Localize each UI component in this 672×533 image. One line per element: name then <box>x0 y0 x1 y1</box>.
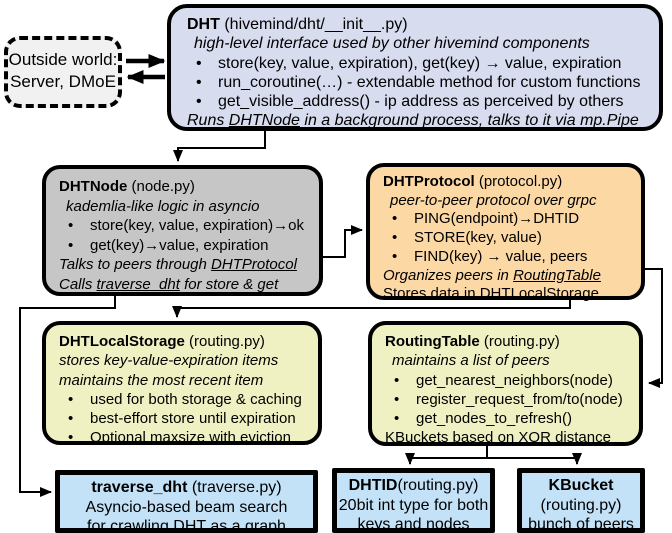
dhtlocalstorage-bullet-3: Optional maxsize with eviction <box>59 428 312 448</box>
dht-bullet-3: get_visible_address() - ip address as pe… <box>187 92 649 112</box>
dhtprotocol-class-name: DHTProtocol <box>383 173 475 190</box>
dhtid-box: DHTID(routing.py) 20bit int type for bot… <box>332 468 495 533</box>
dhtnode-file-name: (node.py) <box>127 178 195 195</box>
dhtid-line2: keys and nodes <box>357 516 470 533</box>
dhtid-class-name: DHTID <box>348 477 398 494</box>
kbucket-title: KBucket <box>522 476 640 496</box>
dhtlocalstorage-subtitle-1: stores key-value-expiration items <box>59 352 279 370</box>
kbucket-class-name: KBucket <box>548 477 614 494</box>
routingtable-bullet-2: register_request_from/to(node) <box>385 390 633 410</box>
dhtprotocol-box: DHTProtocol (protocol.py) peer-to-peer p… <box>366 163 645 302</box>
dht-file-name: (hivemind/dht/__init__.py) <box>219 16 408 33</box>
traverse-dht-title: traverse_dht (traverse.py) <box>60 478 313 498</box>
dhtnode-note-1: Talks to peers through DHTProtocol <box>59 256 297 273</box>
routingtable-file-name: (routing.py) <box>479 333 560 350</box>
dht-class-name: DHT <box>187 16 220 33</box>
traverse-dht-line2: for crawling DHT as a graph <box>87 518 286 533</box>
traverse-dht-box: traverse_dht (traverse.py) Asyncio-based… <box>55 470 318 533</box>
routingtable-reference: RoutingTable <box>513 266 601 284</box>
dhtlocalstorage-file-name: (routing.py) <box>184 333 265 350</box>
localstorage-reference: LocalStorage <box>510 285 599 303</box>
outside-world-line1: Outside world: <box>8 50 118 69</box>
dhtnode-subtitle: kademlia-like logic in asyncio <box>66 197 260 215</box>
dhtid-file-name: (routing.py) <box>397 477 479 494</box>
routingtable-bullet-3: get_nodes_to_refresh() <box>385 409 633 429</box>
dhtlocalstorage-bullet-1: used for both storage & caching <box>59 390 312 410</box>
dhtprotocol-subtitle: peer-to-peer protocol over grpc <box>390 191 597 209</box>
dht-bullet-1: store(key, value, expiration), get(key) … <box>187 54 649 74</box>
dhtprotocol-note-1: Organizes peers in RoutingTable <box>383 266 601 284</box>
dhtid-line1: 20bit int type for both <box>338 496 489 514</box>
routingtable-bullet-1: get_nearest_neighbors(node) <box>385 371 633 391</box>
traverse-dht-file-name: (traverse.py) <box>187 479 282 496</box>
dhtprotocol-reference: DHTProtocol <box>211 256 297 273</box>
dhtnode-title: DHTNode (node.py) <box>59 177 313 197</box>
kbucket-file: (routing.py) <box>540 496 622 514</box>
dht-title: DHT (hivemind/dht/__init__.py) <box>187 15 649 34</box>
traverse-dht-line1: Asyncio-based beam search <box>85 498 288 516</box>
dhtprotocol-title: DHTProtocol (protocol.py) <box>383 173 635 192</box>
dhtlocalstorage-bullet-2: best-effort store until expiration <box>59 409 312 429</box>
routingtable-subtitle: maintains a list of peers <box>392 352 550 370</box>
routingtable-title: RoutingTable (routing.py) <box>385 332 633 351</box>
dhtlocalstorage-class-name: DHTLocalStorage <box>59 333 185 350</box>
kbucket-box: KBucket (routing.py) bunch of peers <box>517 468 645 533</box>
traverse-dht-function-name: traverse_dht <box>91 479 188 496</box>
dhtprotocol-note-2: Stores data in DHTLocalStorage <box>383 285 599 303</box>
dht-subtitle: high-level interface used by other hivem… <box>194 35 590 53</box>
dhtnode-reference: DHTNode <box>228 112 300 130</box>
dht-note: Runs DHTNode in a background process, ta… <box>187 112 639 130</box>
dhtprotocol-file-name: (protocol.py) <box>474 173 563 190</box>
routingtable-footer: KBuckets based on XOR distance <box>385 429 611 447</box>
routingtable-box: RoutingTable (routing.py) maintains a li… <box>368 321 643 446</box>
kbucket-line1: bunch of peers <box>528 516 634 533</box>
dht-box: DHT (hivemind/dht/__init__.py) high-leve… <box>167 4 663 131</box>
outside-world-box: Outside world: Server, DMoE <box>4 36 122 108</box>
dhtnode-class-name: DHTNode <box>59 178 128 195</box>
dhtnode-bullet-1: store(key, value, expiration)→ok <box>59 216 313 236</box>
dhtprotocol-bullet-2: STORE(key, value) <box>383 229 635 248</box>
traverse-dht-reference: traverse_dht <box>96 275 180 293</box>
dhtprotocol-bullet-1: PING(endpoint)→DHTID <box>383 210 635 229</box>
dhtnode-bullet-2: get(key)→value, expiration <box>59 236 313 256</box>
routingtable-class-name: RoutingTable <box>385 333 480 350</box>
connector-routingtable-stem <box>410 446 577 459</box>
dhtprotocol-bullet-3: FIND(key) → value, peers <box>383 248 635 267</box>
dht-bullet-2: run_coroutine(…) - extendable method for… <box>187 73 649 93</box>
dhtlocalstorage-box: DHTLocalStorage (routing.py) stores key-… <box>42 321 322 448</box>
dhtnode-note-2: Calls traverse_dht for store & get <box>59 275 279 293</box>
dhtlocalstorage-subtitle-2: maintains the most recent item <box>59 371 264 389</box>
dhtlocalstorage-title: DHTLocalStorage (routing.py) <box>59 332 312 351</box>
dhtnode-box: DHTNode (node.py) kademlia-like logic in… <box>42 165 323 296</box>
outside-world-line2: Server, DMoE <box>10 72 116 91</box>
dhtid-title: DHTID(routing.py) <box>337 476 490 496</box>
connector-dht-to-dhtnode <box>173 126 266 162</box>
